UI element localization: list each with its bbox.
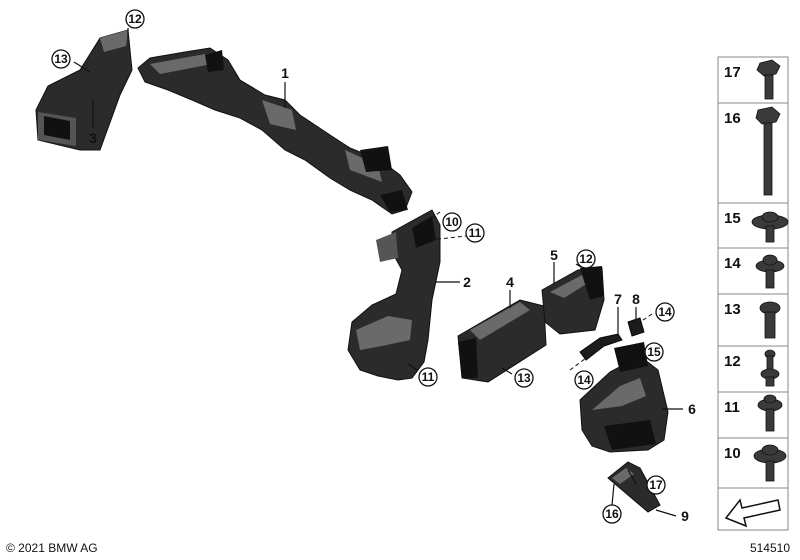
circled-callout-13a: 13 bbox=[51, 49, 71, 69]
callout-3: 3 bbox=[89, 130, 97, 146]
fastener-label-13: 13 bbox=[724, 301, 741, 318]
svg-text:17: 17 bbox=[649, 478, 663, 492]
circled-callout-12a: 12 bbox=[125, 9, 145, 29]
circled-callout-11a: 11 bbox=[465, 223, 485, 243]
fastener-label-17: 17 bbox=[724, 64, 741, 81]
callout-6: 6 bbox=[688, 401, 696, 417]
svg-text:14: 14 bbox=[658, 305, 672, 319]
fastener-label-10: 10 bbox=[724, 445, 741, 462]
bolt-16-icon bbox=[755, 106, 781, 196]
part-5-duct bbox=[541, 266, 605, 335]
direction-arrow-icon bbox=[724, 498, 781, 528]
bolt-17-icon bbox=[756, 59, 781, 100]
bolt-15-icon bbox=[751, 211, 789, 243]
circled-callout-14a: 14 bbox=[655, 302, 675, 322]
drawing-number: 514510 bbox=[749, 541, 790, 555]
part-4-duct bbox=[457, 299, 547, 383]
callout-5: 5 bbox=[550, 247, 558, 263]
fastener-panel: 17 16 15 14 13 bbox=[717, 56, 789, 531]
leader-lines bbox=[73, 28, 683, 517]
callout-4: 4 bbox=[506, 274, 514, 290]
fastener-label-11: 11 bbox=[724, 399, 740, 416]
svg-text:15: 15 bbox=[647, 345, 661, 359]
svg-text:13: 13 bbox=[54, 52, 68, 66]
circled-callout-13b: 13 bbox=[514, 368, 534, 388]
circled-callout-15: 15 bbox=[644, 342, 664, 362]
part-3-air-duct bbox=[35, 29, 133, 151]
circled-callout-14b: 14 bbox=[574, 370, 594, 390]
callout-9: 9 bbox=[681, 508, 689, 524]
bolt-14-icon bbox=[755, 254, 785, 289]
circled-callout-17: 17 bbox=[646, 475, 666, 495]
svg-text:13: 13 bbox=[517, 371, 531, 385]
circled-callout-12b: 12 bbox=[576, 249, 596, 269]
circled-callout-11b: 11 bbox=[418, 367, 438, 387]
fastener-label-15: 15 bbox=[724, 210, 741, 227]
svg-text:11: 11 bbox=[469, 226, 482, 240]
part-8-clip bbox=[627, 317, 645, 337]
bolt-13-icon bbox=[759, 301, 781, 339]
part-2-duct bbox=[347, 209, 441, 381]
callout-1: 1 bbox=[281, 65, 289, 81]
bolt-10-icon bbox=[753, 444, 787, 482]
bolt-12-icon bbox=[760, 349, 780, 387]
svg-text:16: 16 bbox=[605, 507, 619, 521]
circled-callout-16: 16 bbox=[602, 504, 622, 524]
fastener-label-16: 16 bbox=[724, 110, 741, 127]
svg-text:11: 11 bbox=[422, 370, 435, 384]
part-7-bracket bbox=[579, 333, 623, 361]
svg-text:14: 14 bbox=[577, 373, 591, 387]
svg-text:12: 12 bbox=[128, 12, 142, 26]
copyright: © 2021 BMW AG bbox=[6, 541, 98, 555]
part-1-carrier-bracket bbox=[137, 47, 413, 215]
callout-7: 7 bbox=[614, 291, 622, 307]
svg-text:12: 12 bbox=[579, 252, 593, 266]
circled-callout-10: 10 bbox=[442, 212, 462, 232]
callout-2: 2 bbox=[463, 274, 471, 290]
fastener-label-14: 14 bbox=[724, 255, 741, 272]
bolt-11-icon bbox=[757, 394, 783, 432]
callout-8: 8 bbox=[632, 291, 640, 307]
svg-text:10: 10 bbox=[445, 215, 459, 229]
fastener-label-12: 12 bbox=[724, 353, 741, 370]
